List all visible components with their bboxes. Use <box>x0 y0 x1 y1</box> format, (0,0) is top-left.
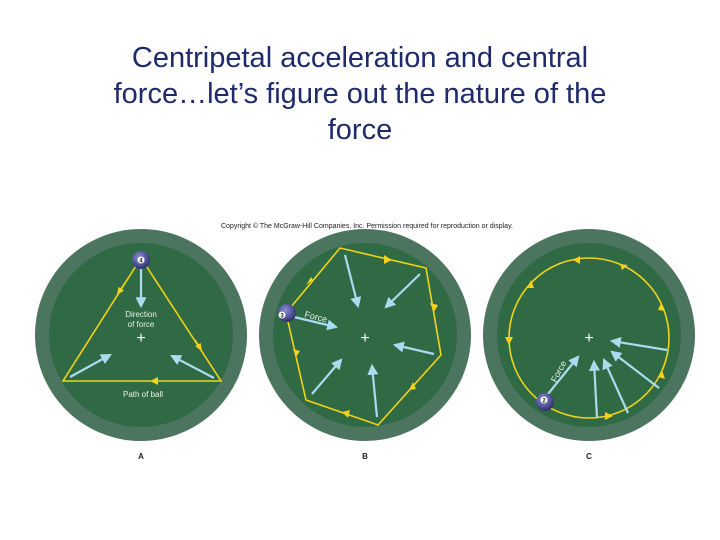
force-arrow-b4 <box>367 363 379 418</box>
path-direction-arrow-c1 <box>573 256 580 264</box>
force-arrow-c4 <box>588 359 600 419</box>
force-arrow-a-left <box>69 353 112 378</box>
panel-letter-a: A <box>138 452 144 461</box>
panel-c: Force + 2 C <box>483 229 695 461</box>
direction-label-line-1: Direction <box>125 310 157 319</box>
path-direction-arrow-b5 <box>293 349 300 357</box>
table-felt-b <box>273 243 457 427</box>
force-arrow-c5 <box>547 355 580 395</box>
force-arrow-c1 <box>609 336 668 352</box>
center-mark-a: + <box>136 330 145 347</box>
panel-letter-c: C <box>586 452 592 461</box>
path-direction-arrow-a3 <box>194 339 203 352</box>
ball-number-a: 4 <box>139 259 143 265</box>
panel-a: Direction of force + Path of ball 4 A <box>35 229 247 461</box>
copyright-notice: Copyright © The McGraw-Hill Companies, I… <box>221 222 513 230</box>
panel-letter-b: B <box>362 452 368 461</box>
path-direction-arrow-a2 <box>150 377 158 385</box>
path-direction-arrow-b3 <box>409 382 416 390</box>
center-mark-b: + <box>360 330 369 347</box>
ball-path-triangle <box>61 256 223 382</box>
force-arrow-c2 <box>610 350 660 389</box>
path-direction-arrow-a1 <box>116 282 126 296</box>
force-arrow-c3 <box>602 357 630 414</box>
direction-label-line-2: of force <box>128 320 155 329</box>
panel-b: Force + 3 B <box>259 229 471 461</box>
center-mark-c: + <box>584 330 593 347</box>
path-direction-arrow-c7 <box>620 264 628 270</box>
force-arrow-b3 <box>392 341 435 356</box>
force-arrow-b5 <box>311 358 343 395</box>
force-arrow-b2 <box>384 273 421 309</box>
ball-number-b: 3 <box>280 314 284 320</box>
path-direction-arrow-c3 <box>505 337 513 345</box>
slide-title-line-2: force…let’s figure out the nature of the <box>113 78 607 110</box>
path-label: Path of ball <box>123 390 163 399</box>
ball-number-c: 2 <box>542 399 546 405</box>
table-felt-c <box>497 243 681 427</box>
force-arrow-b6 <box>293 315 339 331</box>
path-direction-arrow-b2 <box>430 303 438 312</box>
slide-title-line-3: force <box>327 114 393 146</box>
path-direction-arrow-c2 <box>527 280 534 288</box>
path-direction-arrow-c6 <box>658 303 665 311</box>
force-arrow-b1 <box>343 254 362 309</box>
slide-title-line-1: Centripetal acceleration and central <box>131 42 589 74</box>
force-arrow-a-right <box>170 354 215 379</box>
path-direction-arrow-c5 <box>658 370 665 379</box>
path-direction-arrow-b1 <box>384 255 392 264</box>
slide-title: Centripetal acceleration and central for… <box>40 40 680 148</box>
path-direction-arrow-b4 <box>342 410 350 418</box>
path-direction-arrow-c4 <box>605 412 613 420</box>
path-direction-arrow-b6 <box>306 277 313 285</box>
